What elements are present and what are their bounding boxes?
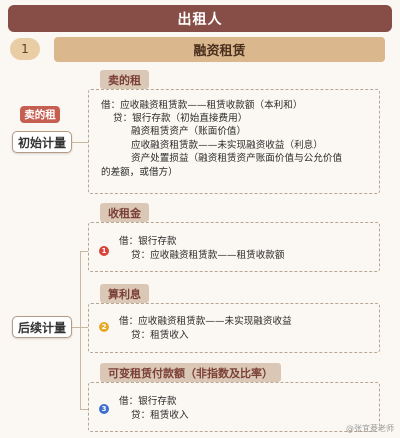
initial-credit-line: 资产处置损益（融资租赁资产账面价值与公允价值 bbox=[131, 153, 343, 164]
initial-side-tag: 卖的租 bbox=[20, 106, 60, 123]
credit-line: 贷：租赁收入 bbox=[131, 410, 189, 421]
debit-line: 借：银行存款 bbox=[119, 396, 177, 407]
step-number-badge: 3 bbox=[99, 404, 109, 414]
connector-line bbox=[80, 251, 81, 409]
step-number-badge: 2 bbox=[99, 322, 109, 332]
section-title: 融资租赁 bbox=[54, 37, 385, 62]
watermark: @张宜菱老师 bbox=[346, 424, 394, 433]
connector-line bbox=[72, 327, 80, 328]
debit-line: 借：银行存款 bbox=[119, 236, 177, 247]
initial-credit-line: 融资租赁资产（账面价值） bbox=[131, 126, 247, 137]
step-number-badge: 1 bbox=[99, 246, 109, 256]
interest-box bbox=[88, 303, 380, 353]
initial-credit-line: 贷：银行存款（初始直接费用） bbox=[113, 113, 248, 124]
section-number-badge: 1 bbox=[10, 38, 40, 60]
initial-entry-box bbox=[88, 89, 380, 194]
initial-credit-line: 的差额，或借方） bbox=[101, 167, 178, 178]
connector-line bbox=[80, 327, 88, 328]
initial-measurement-label: 初始计量 bbox=[12, 131, 72, 153]
rent-collection-tag: 收租金 bbox=[100, 203, 149, 222]
variable-payment-tag: 可变租赁付款额（非指数及比率） bbox=[100, 363, 281, 382]
connector-line bbox=[72, 142, 88, 143]
subsequent-measurement-label: 后续计量 bbox=[12, 316, 72, 338]
initial-credit-line: 应收融资租赁款——未实现融资收益（利息） bbox=[131, 140, 323, 151]
connector-line bbox=[80, 409, 88, 410]
credit-line: 贷：租赁收入 bbox=[131, 330, 189, 341]
page-title: 出租人 bbox=[8, 5, 392, 32]
initial-debit-line: 借：应收融资租赁款——租赁收款额（本利和） bbox=[101, 100, 303, 111]
interest-tag: 算利息 bbox=[100, 284, 149, 303]
debit-line: 借：应收融资租赁款——未实现融资收益 bbox=[119, 316, 292, 327]
initial-entry-tag: 卖的租 bbox=[100, 70, 149, 89]
variable-payment-box bbox=[88, 382, 380, 432]
credit-line: 贷：应收融资租赁款——租赁收款额 bbox=[131, 250, 285, 261]
rent-collection-box bbox=[88, 222, 380, 272]
connector-line bbox=[80, 251, 88, 252]
